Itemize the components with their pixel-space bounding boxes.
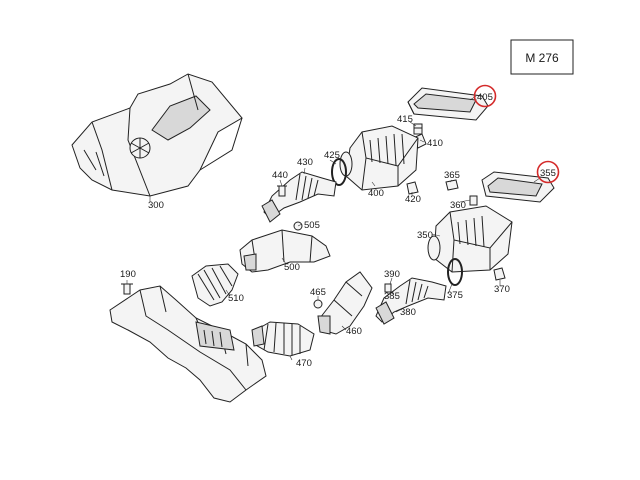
part-label-500: 500 (284, 262, 300, 273)
bolt-390 (384, 283, 392, 293)
part-label-360: 360 (450, 200, 466, 211)
part-label-190: 190 (120, 269, 136, 280)
bolt-190 (121, 283, 133, 295)
intake-duct-430 (261, 171, 337, 223)
grommet-370 (493, 267, 506, 281)
part-label-465: 465 (310, 287, 326, 298)
intake-duct-380 (375, 277, 447, 325)
bolt-440 (277, 185, 287, 197)
air-filter-housing-350 (427, 205, 513, 273)
part-label-460: 460 (346, 326, 362, 337)
grommet-420 (406, 181, 419, 195)
hose-470 (251, 321, 315, 357)
part-label-355: 355 (540, 168, 556, 179)
air-filter-element-355 (481, 171, 555, 203)
air-duct-500 (239, 229, 331, 273)
part-label-440: 440 (272, 170, 288, 181)
part-label-410: 410 (427, 138, 443, 149)
highlight-circle-355 (536, 160, 560, 184)
hose-510 (191, 263, 239, 307)
air-duct-460 (317, 271, 373, 335)
part-label-385: 385 (384, 291, 400, 302)
model-code-box: M 276 (510, 39, 574, 75)
part-label-400: 400 (368, 188, 384, 199)
part-label-370: 370 (494, 284, 510, 295)
clip-465 (313, 299, 323, 309)
leader-lines (126, 95, 541, 361)
fitting-365 (445, 179, 459, 191)
plug-360 (469, 195, 478, 206)
air-filter-housing-400 (339, 125, 419, 191)
highlight-circle-405 (473, 84, 497, 108)
part-label-505: 505 (304, 220, 320, 231)
ring-375 (447, 258, 463, 286)
part-label-390: 390 (384, 269, 400, 280)
model-code-text: M 276 (525, 51, 559, 65)
intake-bracket-lower (109, 285, 267, 403)
part-label-420: 420 (405, 194, 421, 205)
part-label-415: 415 (397, 114, 413, 125)
plug-415 (413, 123, 423, 135)
part-label-350: 350 (417, 230, 433, 241)
part-label-380: 380 (400, 307, 416, 318)
part-label-425: 425 (324, 150, 340, 161)
part-label-405: 405 (477, 92, 493, 103)
ring-425 (331, 158, 347, 186)
part-label-300: 300 (148, 200, 164, 211)
engine-cover-300 (71, 73, 243, 197)
part-label-470: 470 (296, 358, 312, 369)
part-label-375: 375 (447, 290, 463, 301)
air-filter-element-405 (407, 87, 489, 121)
part-label-365: 365 (444, 170, 460, 181)
part-label-430: 430 (297, 157, 313, 168)
part-label-510: 510 (228, 293, 244, 304)
